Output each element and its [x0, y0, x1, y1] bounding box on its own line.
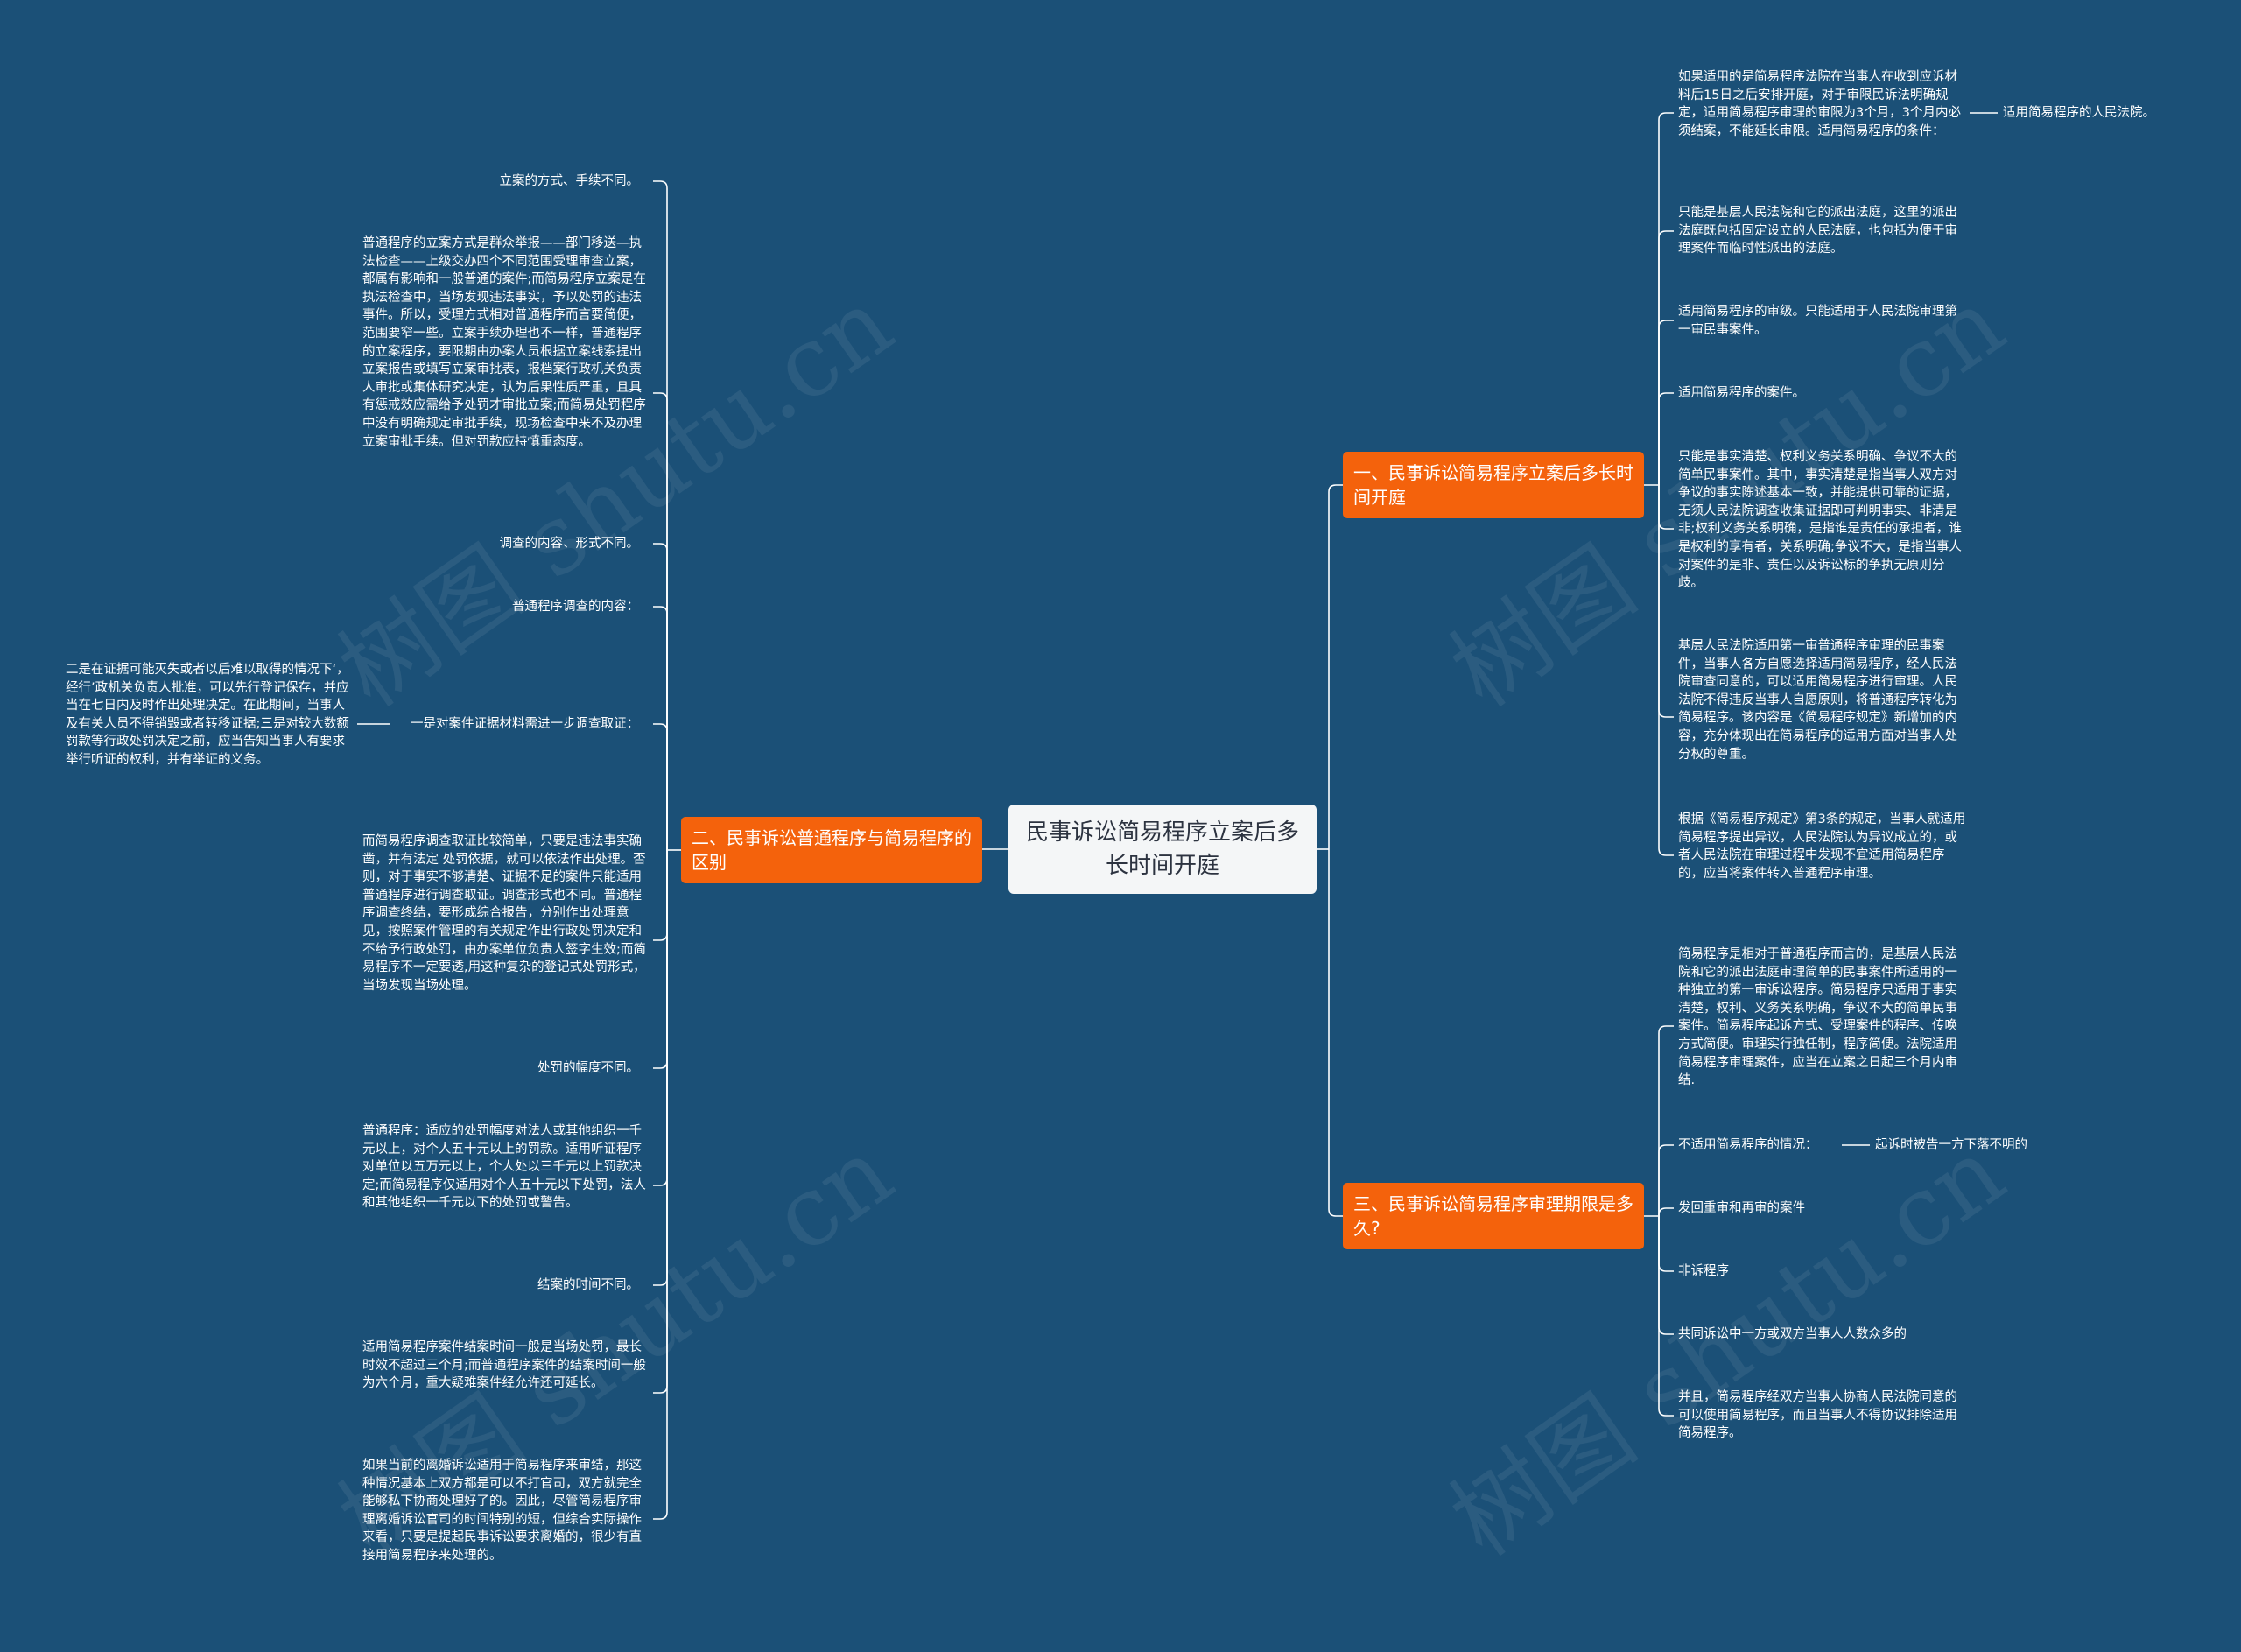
leaf-node[interactable]: 普通程序的立案方式是群众举报——部门移送—执法检查——上级交办四个不同范围受理审…	[362, 236, 646, 449]
leaf-node[interactable]: 一是对案件证据材料需进一步调查取证：	[411, 717, 639, 731]
connector-line	[653, 180, 668, 850]
connector-line	[653, 392, 668, 850]
connector-line	[653, 850, 668, 1520]
connector-line	[653, 723, 668, 850]
root-node[interactable]: 民事诉讼简易程序立案后多长时间开庭	[1008, 805, 1317, 894]
leaf-node[interactable]: 如果当前的离婚诉讼适用于简易程序来审结，那这种情况基本上双方都是可以不打官司，双…	[362, 1459, 642, 1563]
connector-line	[653, 850, 668, 941]
leaf-node[interactable]: 立案的方式、手续不同。	[499, 174, 640, 188]
leaf-node[interactable]: 调查的内容、形式不同。	[499, 537, 640, 551]
connector-line	[1328, 484, 1343, 849]
connector-line	[1658, 1025, 1674, 1216]
connector-line	[1658, 1216, 1674, 1272]
leaf-node[interactable]: 适用简易程序的审级。只能适用于人民法院审理第一审民事案件。	[1678, 305, 1957, 337]
leaf-node[interactable]: 并且，简易程序经双方当事人协商人民法院同意的可以使用简易程序，而且当事人不得协议…	[1678, 1390, 1957, 1441]
connector-line	[1658, 1144, 1674, 1216]
connector-line	[653, 850, 668, 1186]
connector-line	[1658, 392, 1674, 485]
leaf-node[interactable]: 基层人民法院适用第一审普通程序审理的民事案件，当事人各方自愿选择适用简易程序，经…	[1678, 639, 1957, 762]
root-title: 民事诉讼简易程序立案后多长时间开庭	[1025, 819, 1299, 879]
leaf-node[interactable]: 普通程序：适应的处罚幅度对法人或其他组织一千元以上，对个人五十元以上的罚款。适用…	[362, 1124, 646, 1211]
branch-title: 三、民事诉讼简易程序审理期限是多久?	[1353, 1193, 1633, 1239]
connector-line	[653, 850, 668, 1069]
leaf-node[interactable]: 而简易程序调查取证比较简单，只要是违法事实确凿，并有法定 处罚依据，就可以依法作…	[362, 834, 646, 993]
leaf-node[interactable]: 起诉时被告一方下落不明的	[1875, 1138, 2027, 1152]
branch-node-3[interactable]: 三、民事诉讼简易程序审理期限是多久?	[1343, 1183, 1644, 1249]
leaf-node[interactable]: 普通程序调查的内容：	[512, 600, 639, 614]
branch-node-2[interactable]: 二、民事诉讼普通程序与简易程序的区别	[681, 817, 982, 883]
leaf-node[interactable]: 只能是事实清楚、权利义务关系明确、争议不大的简单民事案件。其中，事实清楚是指当事…	[1678, 450, 1962, 591]
leaf-node[interactable]: 适用简易程序的案件。	[1678, 386, 1805, 400]
leaf-node[interactable]: 非诉程序	[1678, 1264, 1729, 1278]
leaf-node[interactable]: 处罚的幅度不同。	[537, 1061, 639, 1075]
connector-line	[1658, 485, 1674, 530]
connector-line	[1328, 849, 1343, 1217]
connector-line	[1658, 485, 1674, 718]
connector-line	[653, 543, 668, 850]
branch-title: 二、民事诉讼普通程序与简易程序的区别	[692, 827, 972, 873]
leaf-node[interactable]: 不适用简易程序的情况：	[1678, 1138, 1818, 1152]
connector-line	[1658, 230, 1674, 485]
leaf-node[interactable]: 只能是基层人民法院和它的派出法庭，这里的派出法庭既包括固定设立的人民法庭，也包括…	[1678, 206, 1957, 257]
connector-line	[1658, 1216, 1674, 1417]
connector-line	[1658, 112, 1674, 485]
leaf-node[interactable]: 结案的时间不同。	[537, 1278, 639, 1292]
leaf-node[interactable]: 二是在证据可能灭失或者以后难以取得的情况下‘，经行’政机关负责人批准，可以先行登…	[66, 663, 349, 767]
connector-line	[1658, 1207, 1674, 1216]
leaf-node[interactable]: 如果适用的是简易程序法院在当事人在收到应诉材料后15日之后安排开庭，对于审限民诉…	[1678, 70, 1961, 138]
connector-line	[653, 850, 668, 1394]
leaf-node[interactable]: 共同诉讼中一方或双方当事人人数众多的	[1678, 1327, 1907, 1341]
connector-line	[1658, 320, 1674, 485]
connector-line	[1658, 485, 1674, 856]
leaf-node[interactable]: 适用简易程序的人民法院。	[2003, 106, 2155, 120]
leaf-node[interactable]: 发回重审和再审的案件	[1678, 1201, 1805, 1215]
branch-title: 一、民事诉讼简易程序立案后多长时间开庭	[1353, 462, 1633, 508]
connector-line	[1658, 1216, 1674, 1335]
leaf-node[interactable]: 简易程序是相对于普通程序而言的，是基层人民法院和它的派出法庭审理简单的民事案件所…	[1678, 947, 1957, 1088]
leaf-node[interactable]: 根据《简易程序规定》第3条的规定，当事人就适用简易程序提出异议，人民法院认为异议…	[1678, 812, 1966, 881]
leaf-node[interactable]: 适用简易程序案件结案时间一般是当场处罚，最长时效不超过三个月;而普通程序案件的结…	[362, 1340, 646, 1391]
connector-line	[653, 606, 668, 850]
branch-node-1[interactable]: 一、民事诉讼简易程序立案后多长时间开庭	[1343, 452, 1644, 518]
